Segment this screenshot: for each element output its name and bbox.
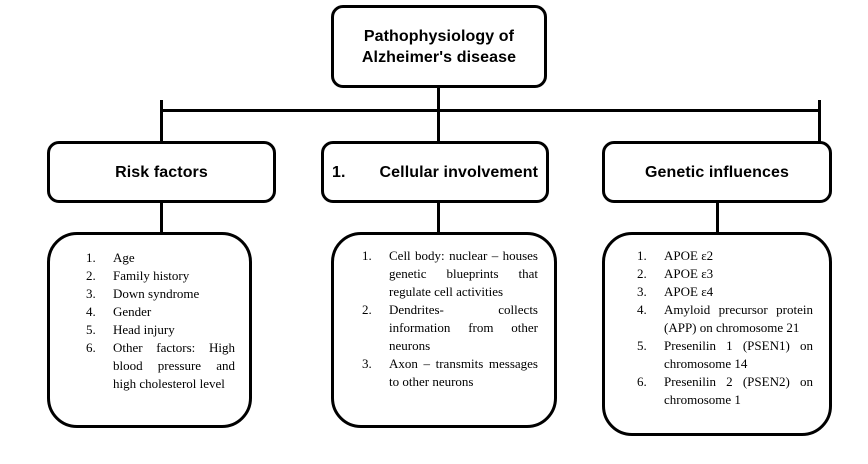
- list-item-text: Cell body: nuclear – houses genetic blue…: [389, 248, 538, 299]
- list-item-text: Down syndrome: [113, 286, 200, 301]
- list-item: 1. Cell body: nuclear – houses genetic bl…: [362, 247, 538, 301]
- header-cellular-number: 1.: [331, 163, 346, 181]
- list-item-number: 2.: [637, 266, 647, 281]
- connector-drop-cellular: [437, 109, 440, 144]
- list-item-number: 3.: [637, 284, 647, 299]
- list-item-text: Dendrites- collects information from oth…: [389, 302, 538, 353]
- list-item: 4. Amyloid precursor protein (APP) on chr…: [637, 301, 813, 337]
- list-item: 3. Axon – transmits messages to other neu…: [362, 355, 538, 391]
- list-item: 3. APOE ε4: [637, 283, 813, 301]
- list-item-number: 2.: [86, 268, 96, 283]
- list-item-text: Family history: [113, 268, 190, 283]
- connector-drop-risk: [160, 100, 163, 144]
- list-item-number: 1.: [86, 250, 96, 265]
- title-box-text: Pathophysiology of Alzheimer's disease: [354, 26, 524, 68]
- list-item: 3. Down syndrome: [86, 285, 235, 303]
- list-item: 1. Age: [86, 249, 235, 267]
- connector-drop-genetic: [818, 100, 821, 144]
- list-item-number: 4.: [86, 304, 96, 319]
- list-item-number: 3.: [362, 356, 372, 371]
- list-item: 2. Dendrites- collects information from o…: [362, 301, 538, 355]
- list-item: 4. Gender: [86, 303, 235, 321]
- list-item-text: Amyloid precursor protein (APP) on chrom…: [664, 302, 813, 335]
- list-item-text: APOE ε4: [664, 284, 714, 299]
- risk-factors-list: 1. Age 2. Family history 3. Down syndrome 4. Ge…: [50, 235, 249, 393]
- detail-box-risk-factors: 1. Age 2. Family history 3. Down syndrome 4. Ge…: [47, 232, 252, 428]
- list-item-text: Presenilin 1 (PSEN1) on chromosome 14: [664, 338, 813, 371]
- list-item-text: APOE ε2: [664, 248, 714, 263]
- connector-cellular-to-detail: [437, 203, 440, 234]
- cellular-involvement-list: 1. Cell body: nuclear – houses genetic bl…: [334, 235, 554, 391]
- list-item-text: Axon – transmits messages to other neuro…: [389, 356, 538, 389]
- header-risk-factors-label: Risk factors: [115, 163, 208, 181]
- header-box-cellular-involvement: 1. Cellular involvement: [321, 141, 549, 203]
- header-box-genetic-influences: Genetic influences: [602, 141, 832, 203]
- list-item-number: 6.: [86, 340, 96, 355]
- header-cellular-involvement-text: 1. Cellular involvement: [332, 162, 538, 183]
- list-item-text: APOE ε3: [664, 266, 714, 281]
- list-item-number: 5.: [86, 322, 96, 337]
- list-item-text: Other factors: High blood pressure and h…: [113, 340, 235, 391]
- list-item-number: 2.: [362, 302, 372, 317]
- header-box-risk-factors: Risk factors: [47, 141, 276, 203]
- connector-title-trunk: [437, 88, 440, 112]
- title-line-2: Alzheimer's disease: [361, 48, 517, 66]
- list-item: 2. APOE ε3: [637, 265, 813, 283]
- list-item: 6. Presenilin 2 (PSEN2) on chromosome 1: [637, 373, 813, 409]
- list-item-number: 4.: [637, 302, 647, 317]
- list-item-number: 3.: [86, 286, 96, 301]
- list-item-text: Gender: [113, 304, 152, 319]
- list-item-number: 6.: [637, 374, 647, 389]
- list-item-text: Head injury: [113, 322, 175, 337]
- header-genetic-influences-label: Genetic influences: [644, 163, 790, 181]
- list-item-number: 1.: [362, 248, 372, 263]
- list-item-number: 1.: [637, 248, 647, 263]
- detail-box-genetic-influences: 1. APOE ε2 2. APOE ε3 3. APOE ε4 4. Amyloid pre…: [602, 232, 832, 436]
- header-cellular-label: Cellular involvement: [379, 163, 539, 181]
- connector-horizontal-bus: [160, 109, 821, 112]
- genetic-influences-list: 1. APOE ε2 2. APOE ε3 3. APOE ε4 4. Amyloid pre…: [605, 235, 829, 409]
- list-item: 5. Head injury: [86, 321, 235, 339]
- detail-box-cellular-involvement: 1. Cell body: nuclear – houses genetic bl…: [331, 232, 557, 428]
- list-item-text: Presenilin 2 (PSEN2) on chromosome 1: [664, 374, 813, 407]
- list-item: 1. APOE ε2: [637, 247, 813, 265]
- list-item-number: 5.: [637, 338, 647, 353]
- list-item: 6. Other factors: High blood pressure and…: [86, 339, 235, 393]
- title-box: Pathophysiology of Alzheimer's disease: [331, 5, 547, 88]
- connector-genetic-to-detail: [716, 203, 719, 234]
- connector-risk-to-detail: [160, 203, 163, 234]
- list-item: 2. Family history: [86, 267, 235, 285]
- title-line-1: Pathophysiology of: [363, 27, 515, 45]
- list-item-text: Age: [113, 250, 135, 265]
- list-item: 5. Presenilin 1 (PSEN1) on chromosome 14: [637, 337, 813, 373]
